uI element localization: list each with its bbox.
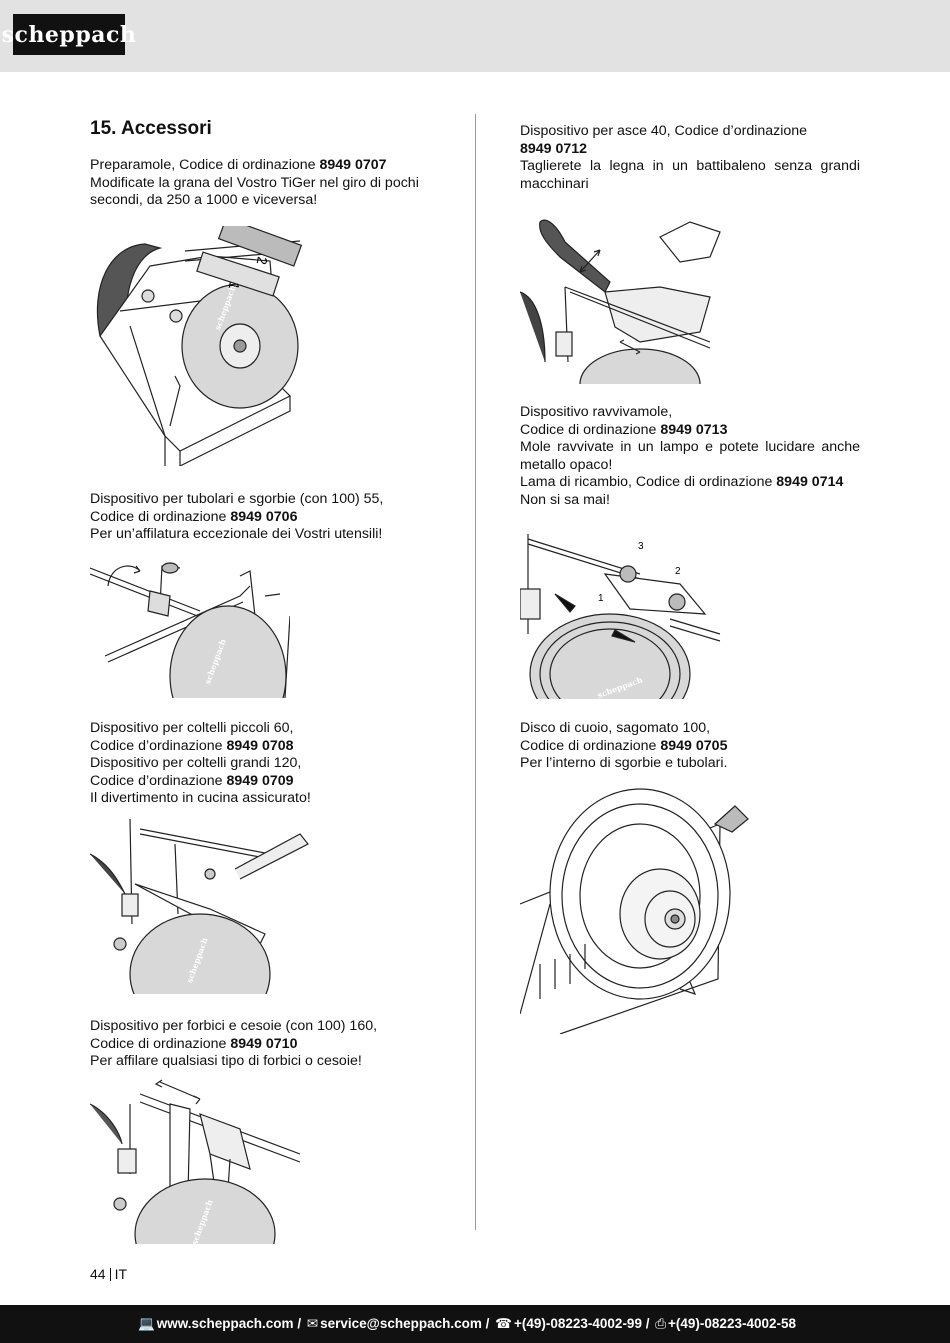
footer-email[interactable]: service@scheppach.com <box>320 1316 482 1331</box>
item-description: Per un’affilatura eccezionale dei Vostri… <box>90 526 383 543</box>
order-label: Codice di ordinazione <box>90 1035 231 1052</box>
fig-label-1: 1 <box>226 280 243 291</box>
footer-fax: +(49)-08223-4002-58 <box>668 1316 796 1331</box>
item-description: Mole ravvivate in un lampo e potete luci… <box>520 439 860 473</box>
footer-separator: / <box>481 1316 494 1331</box>
page-header: scheppach <box>0 0 950 72</box>
order-label: Codice di ordinazione <box>90 508 231 525</box>
fax-icon: ⎙ <box>655 1316 667 1331</box>
footer-phone: +(49)-08223-4002-99 <box>513 1316 642 1331</box>
brand-logo: scheppach <box>2 14 136 55</box>
fig-label-2: 2 <box>254 255 271 266</box>
section-title: 15. Accessori <box>90 118 212 139</box>
order-code: 8949 0707 <box>319 157 387 173</box>
fig-label-3: 3 <box>638 541 644 552</box>
fig-label-1: 1 <box>598 593 604 604</box>
accessory-dresser-text: Preparamole, Codice di ordinazione 8949 … <box>90 157 440 210</box>
fig-label-2: 2 <box>675 566 681 577</box>
accessory-leather-disc-text: Disco di cuoio, sagomato 100, Codice di … <box>520 720 860 773</box>
footer-separator: / <box>293 1316 305 1331</box>
item-description: Taglierete la legna in un battibaleno se… <box>520 158 860 192</box>
item-name: Disco di cuoio, sagomato 100, <box>520 720 711 736</box>
item-name: Dispositivo per coltelli grandi 120, <box>90 755 302 772</box>
item-name: Dispositivo per coltelli piccoli 60, <box>90 720 294 736</box>
item-description: Per l’interno di sgorbie e tubolari. <box>520 755 728 772</box>
order-code: 8949 0714 <box>776 474 844 491</box>
accessory-dresser-tool-text: Dispositivo ravvivamole, Codice di ordin… <box>520 404 860 510</box>
accessory-scissors-text: Dispositivo per forbici e cesoie (con 10… <box>90 1018 440 1071</box>
figure-gouge-jig: scheppach <box>90 556 290 698</box>
figure-axe-jig <box>520 212 725 384</box>
order-code: 8949 0710 <box>230 1035 298 1052</box>
order-code: 8949 0708 <box>226 737 294 754</box>
column-divider <box>475 114 476 1230</box>
page-number-separator <box>109 1268 111 1281</box>
order-label: Codice d’ordinazione <box>90 772 227 789</box>
page-language: IT <box>114 1266 128 1282</box>
item-description: Modificate la grana del Vostro TiGer nel… <box>90 174 419 209</box>
phone-icon: ☎ <box>495 1316 512 1331</box>
mail-icon: ✉ <box>306 1316 319 1331</box>
figure-wheel-dresser: 3 2 1 scheppach <box>520 534 722 699</box>
order-label: Codice d’ordinazione <box>90 737 227 754</box>
figure-scissors-jig: scheppach <box>90 1074 315 1244</box>
order-label: Lama di ricambio, Codice di ordinazione <box>520 474 777 491</box>
item-name: Dispositivo per forbici e cesoie (con 10… <box>90 1018 378 1034</box>
order-code: 8949 0712 <box>520 140 588 157</box>
page-number: 44 IT <box>90 1266 127 1282</box>
accessory-knife-text: Dispositivo per coltelli piccoli 60, Cod… <box>90 720 440 808</box>
figure-leather-disc <box>520 784 750 1034</box>
item-description: Il divertimento in cucina assicurato! <box>90 790 311 807</box>
footer-website[interactable]: www.scheppach.com <box>156 1316 294 1331</box>
computer-icon: 💻 <box>137 1316 155 1331</box>
item-name: Preparamole, Codice di ordinazione <box>90 157 320 173</box>
order-code: 8949 0705 <box>660 737 728 754</box>
item-name: Dispositivo ravvivamole, <box>520 404 673 420</box>
figure-knife-jig: scheppach <box>90 814 315 994</box>
accessory-gouge-text: Dispositivo per tubolari e sgorbie (con … <box>90 491 440 544</box>
accessory-axe-text: Dispositivo per asce 40, Codice d’ordina… <box>520 123 860 193</box>
order-code: 8949 0709 <box>226 772 294 789</box>
order-code: 8949 0706 <box>230 508 298 525</box>
footer-separator: / <box>641 1316 654 1331</box>
page-number-value: 44 <box>90 1266 106 1282</box>
item-description: Per affilare qualsiasi tipo di forbici o… <box>90 1053 362 1070</box>
item-name: Dispositivo per asce 40, Codice d’ordina… <box>520 123 808 139</box>
order-label: Codice di ordinazione <box>520 737 661 754</box>
order-label: Codice di ordinazione <box>520 421 661 438</box>
figure-dresser: 2 1 scheppach <box>90 226 312 466</box>
page-footer: 💻www.scheppach.com / ✉service@scheppach.… <box>0 1305 950 1343</box>
item-name: Dispositivo per tubolari e sgorbie (con … <box>90 491 384 507</box>
order-code: 8949 0713 <box>660 421 728 438</box>
footer-contacts: 💻www.scheppach.com / ✉service@scheppach.… <box>136 1316 796 1332</box>
item-note: Non si sa mai! <box>520 491 610 508</box>
